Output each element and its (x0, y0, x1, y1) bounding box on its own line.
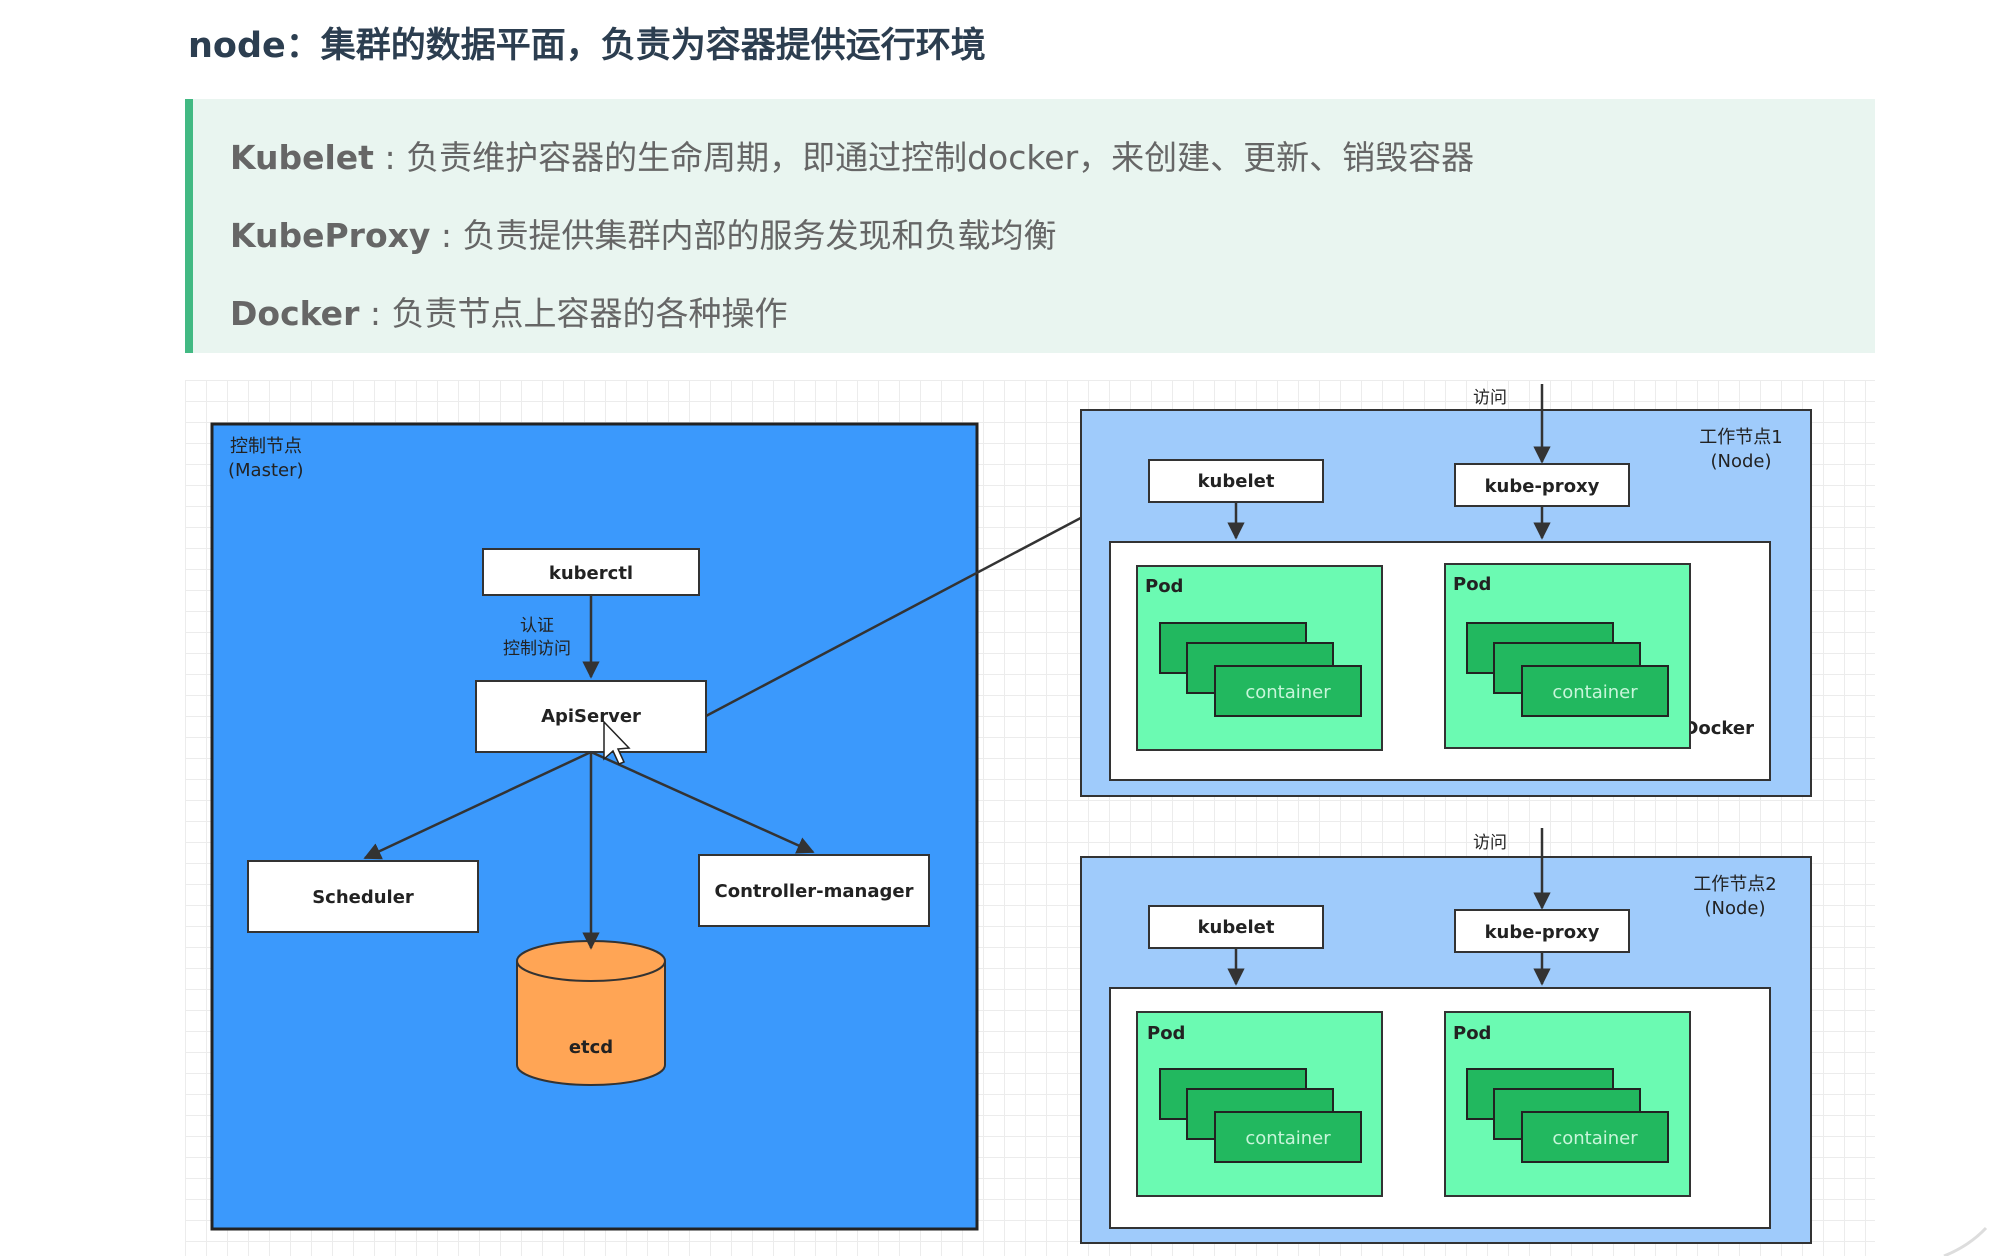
node2-kubelet-label: kubelet (1198, 917, 1275, 938)
scheduler-label: Scheduler (312, 887, 414, 908)
master-node: 控制节点 (Master) kuberctl 认证 控制访问 ApiServer… (210, 422, 979, 1231)
page-heading: node：集群的数据平面，负责为容器提供运行环境 (188, 26, 986, 66)
tip-desc-docker: : 负责节点上容器的各种操作 (359, 294, 788, 333)
mouse-cursor-icon (603, 720, 631, 765)
diagram-canvas: 控制节点 (Master) kuberctl 认证 控制访问 ApiServer… (210, 384, 1812, 1244)
node1-container-a (1214, 665, 1362, 717)
arrow-apiserver-node1-kubelet (705, 482, 1147, 718)
node1-pod-a-label: Pod (1145, 576, 1183, 597)
apiserver-box (475, 680, 707, 753)
component-tip-box: Kubelet : 负责维护容器的生命周期，即通过控制docker，来创建、更新… (185, 99, 1875, 353)
tip-kubeproxy: KubeProxy : 负责提供集群内部的服务发现和负载均衡 (230, 197, 1875, 275)
tip-term-docker: Docker (230, 294, 360, 333)
node1-container-b-label: container (1552, 682, 1638, 703)
node1-container-a-label: container (1245, 682, 1331, 703)
etcd-label: etcd (569, 1037, 613, 1058)
node1-kubelet-label: kubelet (1198, 471, 1275, 492)
master-box (210, 422, 979, 1231)
tip-desc-kubelet: : 负责维护容器的生命周期，即通过控制docker，来创建、更新、销毁容器 (373, 138, 1475, 177)
kubectl-box (482, 548, 700, 596)
corner-edge-icon (1943, 1226, 1988, 1256)
node2-title-line1: 工作节点2 (1693, 874, 1776, 895)
tip-term-kubeproxy: KubeProxy (230, 216, 431, 255)
tip-desc-kubeproxy: : 负责提供集群内部的服务发现和负载均衡 (430, 216, 1057, 255)
node2-pod-b-label: Pod (1453, 1023, 1491, 1044)
controller-manager-box (698, 854, 930, 927)
node2-kube-proxy-label: kube-proxy (1485, 922, 1600, 943)
master-title-line2: (Master) (228, 460, 304, 481)
tip-kubelet: Kubelet : 负责维护容器的生命周期，即通过控制docker，来创建、更新… (230, 119, 1875, 197)
node2-container-a (1214, 1111, 1362, 1163)
node1-kube-proxy-label: kube-proxy (1485, 476, 1600, 497)
node1-docker-label: Docker (1683, 718, 1754, 739)
tip-term-kubelet: Kubelet (230, 138, 374, 177)
master-title-line1: 控制节点 (230, 436, 302, 457)
node2-kubelet-box (1148, 905, 1324, 949)
scheduler-box (247, 860, 479, 933)
kubectl-label: kuberctl (549, 563, 633, 584)
node2-pod-a-label: Pod (1147, 1023, 1185, 1044)
apiserver-label: ApiServer (541, 706, 641, 727)
controller-manager-label: Controller-manager (715, 881, 914, 902)
node1-pod-b-label: Pod (1453, 574, 1491, 595)
node2-kube-proxy-box (1454, 909, 1630, 953)
node1-title-line1: 工作节点1 (1699, 427, 1782, 448)
node2-container-b (1521, 1111, 1669, 1163)
auth-label-line1: 认证 (520, 616, 554, 636)
k8s-architecture-diagram: 控制节点 (Master) kuberctl 认证 控制访问 ApiServer… (185, 380, 1875, 1256)
node2-container-b-label: container (1552, 1128, 1638, 1149)
node2-title-line2: (Node) (1704, 898, 1765, 919)
node1-title-line2: (Node) (1710, 451, 1771, 472)
node1-container-b (1521, 665, 1669, 717)
etcd-cylinder: etcd (516, 940, 666, 1086)
node2-access-label: 访问 (1473, 833, 1507, 853)
tip-docker: Docker : 负责节点上容器的各种操作 (230, 275, 1875, 353)
arrow-apiserver-controller (590, 750, 815, 854)
auth-label-line2: 控制访问 (503, 639, 571, 659)
worker-node-2: 工作节点2 (Node) 访问 kubelet kube-proxy Pod c… (1080, 828, 1812, 1244)
worker-node-1: 工作节点1 (Node) 访问 kubelet kube-proxy Docke… (1080, 384, 1812, 797)
node1-access-label: 访问 (1473, 388, 1507, 408)
node2-container-a-label: container (1245, 1128, 1331, 1149)
arrow-apiserver-scheduler (363, 750, 592, 860)
